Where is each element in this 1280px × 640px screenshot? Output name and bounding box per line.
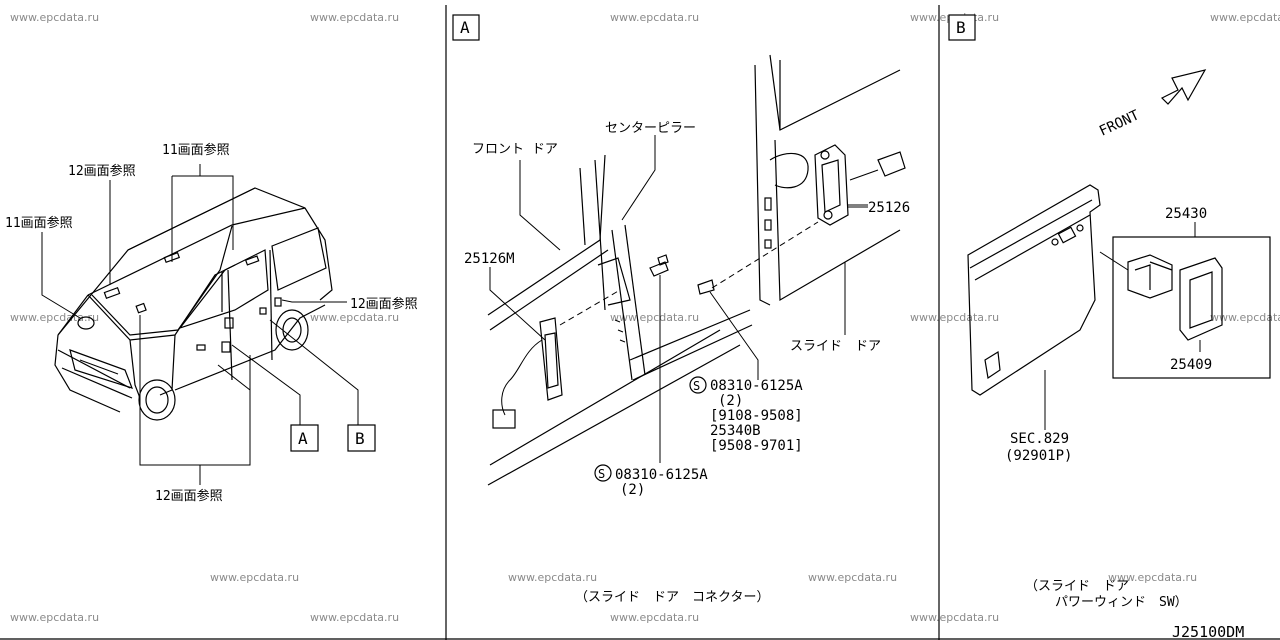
van-overview: 11画面参照 12画面参照 11画面参照 12画面参照 12画面参照 A B [5,142,418,504]
callout-box-a[interactable] [290,424,319,452]
watermark: www.epcdata.ru [10,311,99,324]
ref-label-12-right: 12画面参照 [350,296,418,312]
bolt-lower[interactable] [697,279,715,295]
switch-25430[interactable] [1127,254,1173,299]
panel-a: A [452,14,910,605]
part-25430-label: 25430 [1165,206,1207,222]
s-symbol: S [598,467,605,481]
watermark: www.epcdata.ru [10,11,99,24]
panel-a-caption: （スライド ドア コネクター） [575,590,769,605]
range-2: [9508-9701] [710,438,803,454]
part-25126-label: 25126 [868,200,910,216]
watermark: www.epcdata.ru [310,11,399,24]
slide-door-label: スライド ドア [790,339,881,354]
watermark: www.epcdata.ru [610,611,699,624]
panel-b-caption-line2: パワーウィンド SW） [1055,595,1188,610]
watermark: www.epcdata.ru [210,571,299,584]
watermark: www.epcdata.ru [508,571,597,584]
ref-label-11-top: 11画面参照 [162,142,230,158]
callout-box-b[interactable] [347,424,376,452]
bolt-top-code: 08310-6125A [710,378,803,394]
bezel-25409[interactable] [1179,257,1223,341]
panel-b-tag-box [948,14,976,41]
panel-a-tag: A [460,18,470,37]
diagram-code: J25100DM [1172,623,1244,640]
switch-detail-box [1112,236,1271,379]
panel-b-tag: B [956,18,966,37]
bolt-upper[interactable] [649,254,669,277]
van-illustration [54,187,333,421]
bolt-bottom-code: 08310-6125A [615,467,708,483]
slide-door-panel [967,184,1101,396]
sec-sub-label: (92901P) [1005,448,1072,464]
range-1: [9108-9508] [710,408,803,424]
panel-a-tag-box [452,14,480,41]
callout-b-label: B [355,429,365,448]
connector-25126[interactable] [814,144,906,226]
callout-a-label: A [298,429,308,448]
front-label: FRONT [1097,107,1142,140]
part-25409-label: 25409 [1170,357,1212,373]
connector-25126m[interactable] [492,317,563,429]
watermark: www.epcdata.ru [910,611,999,624]
panel-b: B FRONT [948,14,1271,640]
door-pillar-illustration [487,54,901,486]
s-symbol-circle [594,464,612,482]
ref-label-11-left: 11画面参照 [5,215,73,231]
watermark: www.epcdata.ru [1210,11,1280,24]
s-symbol-circle [689,376,707,394]
watermark: www.epcdata.ru [910,311,999,324]
watermarks: www.epcdata.ru www.epcdata.ru www.epcdat… [10,11,1280,624]
front-direction-arrow: FRONT [1097,69,1207,140]
watermark: www.epcdata.ru [610,11,699,24]
watermark: www.epcdata.ru [808,571,897,584]
watermark: www.epcdata.ru [610,311,699,324]
guide-line [711,221,819,289]
s-symbol: S [693,379,700,393]
ref-label-12-bottom: 12画面参照 [155,488,223,504]
front-door-label: フロント ドア [472,142,558,157]
leader-lines [41,164,359,485]
leader-lines-b [1044,222,1201,430]
guide-line [559,289,621,326]
watermark: www.epcdata.ru [1108,571,1197,584]
sec-ref-label: SEC.829 [1010,431,1069,447]
watermark: www.epcdata.ru [1210,311,1280,324]
center-pillar-label: センターピラー [605,121,696,136]
watermark: www.epcdata.ru [310,311,399,324]
part-25340b-label: 25340B [710,423,761,439]
watermark: www.epcdata.ru [310,611,399,624]
ref-label-12-top: 12画面参照 [68,163,136,179]
panel-b-caption-line1: （スライド ドア [1025,579,1129,594]
watermark: www.epcdata.ru [10,611,99,624]
leader-lines-a [489,135,868,463]
bolt-bottom-qty: (2) [620,482,645,498]
part-25126m-label: 25126M [464,251,515,267]
bolt-top-qty: (2) [718,393,743,409]
